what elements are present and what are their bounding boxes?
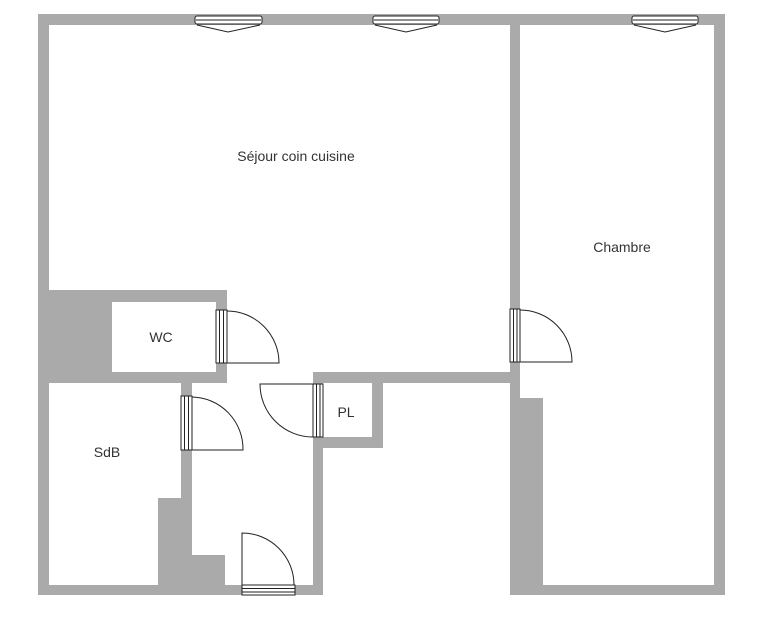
walls	[38, 14, 725, 595]
door-pl	[259, 383, 324, 438]
door-entrance	[241, 532, 296, 596]
label-sdb: SdB	[94, 444, 120, 460]
wall-pl-bottom	[313, 437, 383, 448]
wall-chambre-block	[510, 398, 543, 595]
room-labels: Séjour coin cuisine Chambre WC SdB PL	[94, 148, 651, 460]
window-1	[194, 15, 263, 33]
window-3	[631, 15, 699, 33]
wc-room	[112, 302, 216, 372]
wall-pl-right	[372, 372, 383, 448]
wall-sdb-corridor	[181, 383, 192, 595]
wall-bottom-right	[510, 585, 725, 595]
label-chambre: Chambre	[593, 239, 651, 255]
door-chambre	[509, 308, 573, 363]
doors	[180, 308, 573, 596]
wall-sejour-bottom	[313, 372, 520, 383]
wall-corridor-right	[313, 372, 323, 595]
label-sejour: Séjour coin cuisine	[237, 148, 355, 164]
door-wc	[215, 309, 280, 364]
wall-right	[714, 14, 725, 595]
window-2	[372, 15, 440, 33]
door-sdb	[180, 395, 244, 451]
label-wc: WC	[149, 329, 172, 345]
label-pl: PL	[337, 404, 354, 420]
wall-sejour-chambre	[510, 14, 520, 595]
windows	[194, 15, 699, 33]
wall-corridor-block	[158, 555, 225, 595]
